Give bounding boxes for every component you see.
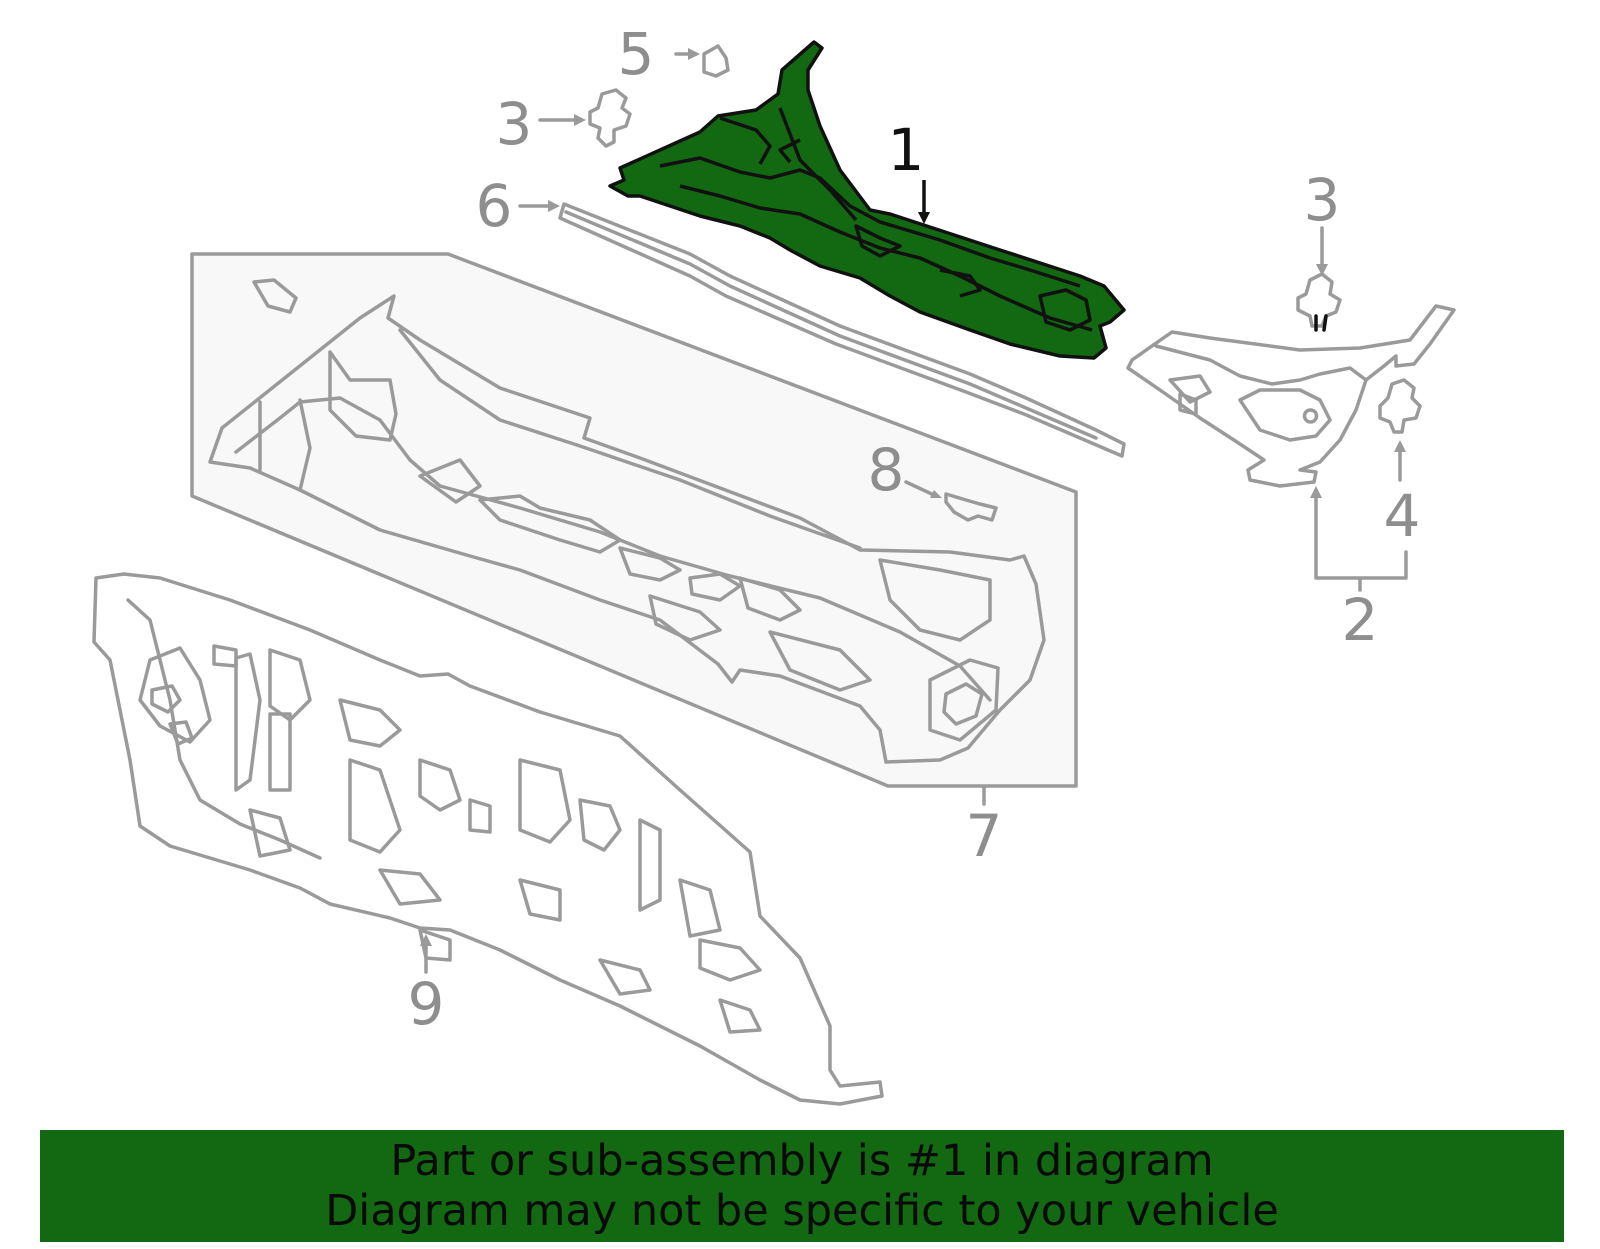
callout-9: 9 <box>408 970 445 1038</box>
info-banner: Part or sub-assembly is #1 in diagram Di… <box>40 1130 1564 1242</box>
callout-8: 8 <box>868 436 905 504</box>
part-1-body <box>608 40 1126 360</box>
part-6-seal-strip[interactable] <box>558 202 1126 458</box>
part-3-clip-left[interactable] <box>588 88 632 148</box>
banner-line-2: Diagram may not be specific to your vehi… <box>325 1186 1279 1236</box>
leader-2-bracket <box>1314 494 1408 592</box>
part-2-side-bracket[interactable] <box>1126 304 1456 488</box>
part-4-clip[interactable] <box>1378 378 1422 434</box>
callout-4: 4 <box>1384 482 1421 550</box>
callout-3-right: 3 <box>1304 166 1341 234</box>
banner-line-1: Part or sub-assembly is #1 in diagram <box>390 1136 1214 1186</box>
part-8-clip[interactable] <box>944 492 998 522</box>
part-7-cowl-outline <box>208 294 1046 764</box>
part-1-cowl-cover[interactable] <box>608 40 1126 360</box>
part-9-dash-panel[interactable] <box>92 572 884 1106</box>
callout-6: 6 <box>476 172 513 240</box>
callout-5: 5 <box>618 20 655 88</box>
callout-1: 1 <box>888 116 925 184</box>
leader-8 <box>904 480 938 498</box>
callout-3-left: 3 <box>496 90 533 158</box>
callout-7: 7 <box>966 802 1003 870</box>
callout-2: 2 <box>1342 586 1379 654</box>
part-7-group-box <box>190 252 1078 788</box>
part-5-cap[interactable] <box>702 44 730 78</box>
part-3-clip-right[interactable] <box>1296 272 1342 332</box>
part-9-outline <box>92 572 884 1106</box>
part-7-cowl-top-assembly[interactable] <box>190 252 1078 788</box>
